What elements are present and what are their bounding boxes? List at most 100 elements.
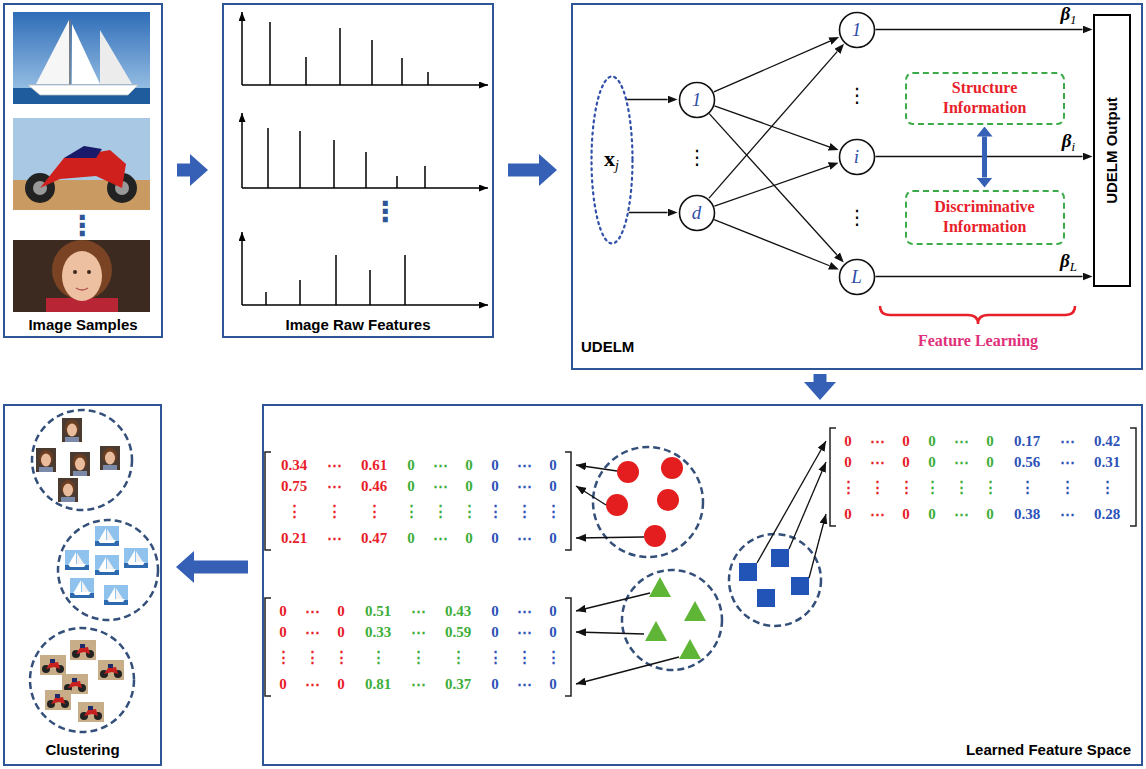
matrix-cell: ⋯ xyxy=(950,433,972,450)
matrix-brackets xyxy=(265,428,1136,696)
matrix-cell: ⋯ xyxy=(950,506,972,523)
weight-arrow xyxy=(876,29,1083,30)
sample-dot xyxy=(606,494,628,516)
boat-thumbnail xyxy=(95,526,119,546)
matrix-cell: 0 xyxy=(487,603,503,620)
vector-symbol: xj xyxy=(604,146,619,174)
block-arrow xyxy=(508,164,539,177)
matrix-cell: 0.28 xyxy=(1088,506,1126,523)
box-text: UDELM Output xyxy=(1103,97,1120,204)
leader-arrow xyxy=(576,537,644,538)
output-box: UDELM Output xyxy=(1093,14,1131,287)
matrix-cell: 0.51 xyxy=(359,603,397,620)
matrix-cell: ⋮ xyxy=(275,649,291,666)
matrix-cell: ⋮ xyxy=(429,503,451,520)
matrix-cell: ⋯ xyxy=(301,624,323,641)
matrix-cell: 0 xyxy=(275,624,291,641)
axis xyxy=(241,12,243,85)
bars xyxy=(270,22,428,85)
motorcycle-photo xyxy=(13,118,150,210)
ellipsis: ⋮ xyxy=(371,198,399,226)
leader-arrow xyxy=(576,632,644,634)
clustering-panel: Clustering xyxy=(3,404,162,766)
sample-square xyxy=(771,549,789,567)
sample-square xyxy=(757,589,775,607)
matrix-cell: ⋯ xyxy=(301,603,323,620)
cluster-outline xyxy=(593,447,703,557)
matrix-cell: ⋯ xyxy=(1056,433,1078,450)
node-outline xyxy=(839,259,874,294)
image-samples-panel: Image Samples xyxy=(3,3,163,338)
ellipsis: ⋮ xyxy=(847,207,867,227)
matrix-cell: 0 xyxy=(924,506,940,523)
matrix-cell: ⋯ xyxy=(513,478,535,495)
sailboat-photo xyxy=(13,12,150,104)
matrix-cell: 0.59 xyxy=(439,624,477,641)
matrix-cell: 0 xyxy=(461,478,477,495)
matrix-cell: 0.75 xyxy=(275,478,313,495)
matrix-cell: 0 xyxy=(461,530,477,547)
matrix-cell: ⋯ xyxy=(513,603,535,620)
box-text: Discriminative Information xyxy=(920,197,1050,237)
matrix-cell: ⋮ xyxy=(545,503,561,520)
green-cluster xyxy=(622,570,722,670)
matrix-cell: ⋮ xyxy=(407,649,429,666)
matrix-cell: ⋮ xyxy=(866,479,888,496)
matrix-cell: 0 xyxy=(487,478,503,495)
mouth xyxy=(76,288,88,290)
matrix-cell: ⋮ xyxy=(545,649,561,666)
hidden-neuron: i xyxy=(838,138,876,176)
sail xyxy=(36,20,69,84)
matrix-cell: 0 xyxy=(275,676,291,693)
matrix-cell: ⋯ xyxy=(1056,506,1078,523)
matrix-cell: 0 xyxy=(898,433,914,450)
node-outline xyxy=(839,12,874,47)
matrix-cell: ⋯ xyxy=(866,506,888,523)
raw-features-panel: Image Raw Features xyxy=(222,3,494,338)
axis xyxy=(242,84,488,86)
matrix-cell: 0 xyxy=(898,506,914,523)
sky xyxy=(13,118,150,210)
weight-arrow xyxy=(876,156,1083,157)
boat-thumbnail xyxy=(65,550,89,570)
matrix-cell: 0 xyxy=(982,506,998,523)
node-outline xyxy=(839,139,874,174)
bike-thumbnail xyxy=(70,640,96,660)
bracket xyxy=(265,598,571,696)
sail xyxy=(72,24,100,84)
face-thumbnail xyxy=(58,478,78,502)
block-arrow xyxy=(177,164,190,177)
matrix-cell: ⋯ xyxy=(513,530,535,547)
histogram xyxy=(242,12,488,305)
matrix-cell: 0 xyxy=(545,603,561,620)
matrix-cell: 0 xyxy=(840,506,856,523)
matrix-cell: ⋯ xyxy=(513,457,535,474)
matrix-cell: ⋮ xyxy=(301,649,323,666)
bike-tank xyxy=(64,146,102,158)
matrix-cell: ⋯ xyxy=(323,478,345,495)
matrix-cell: 0 xyxy=(982,433,998,450)
sample-dot xyxy=(617,461,639,483)
matrix-cell: 0 xyxy=(487,457,503,474)
matrix-cell: ⋮ xyxy=(487,649,503,666)
matrix-cell: ⋯ xyxy=(866,433,888,450)
cluster-outline xyxy=(729,534,821,626)
matrix-cell: ⋯ xyxy=(866,454,888,471)
matrix-cell: 0 xyxy=(924,433,940,450)
box-text: Structure Information xyxy=(920,78,1050,118)
axis xyxy=(242,187,488,189)
matrix-cell: 0.21 xyxy=(275,530,313,547)
sample-square xyxy=(791,577,809,595)
matrix-cell: ⋯ xyxy=(407,676,429,693)
matrix-cell: 0.34 xyxy=(275,457,313,474)
matrix-cell: ⋮ xyxy=(333,649,349,666)
face-thumbnail xyxy=(100,446,120,470)
matrix-cell: ⋯ xyxy=(301,676,323,693)
background xyxy=(13,240,150,312)
eye xyxy=(73,270,77,274)
matrix-cell: ⋯ xyxy=(429,530,451,547)
output-weight: βL xyxy=(1060,249,1077,274)
boat-thumbnail xyxy=(95,555,119,575)
matrix-cell: 0 xyxy=(840,433,856,450)
matrix-cell: ⋮ xyxy=(513,503,535,520)
